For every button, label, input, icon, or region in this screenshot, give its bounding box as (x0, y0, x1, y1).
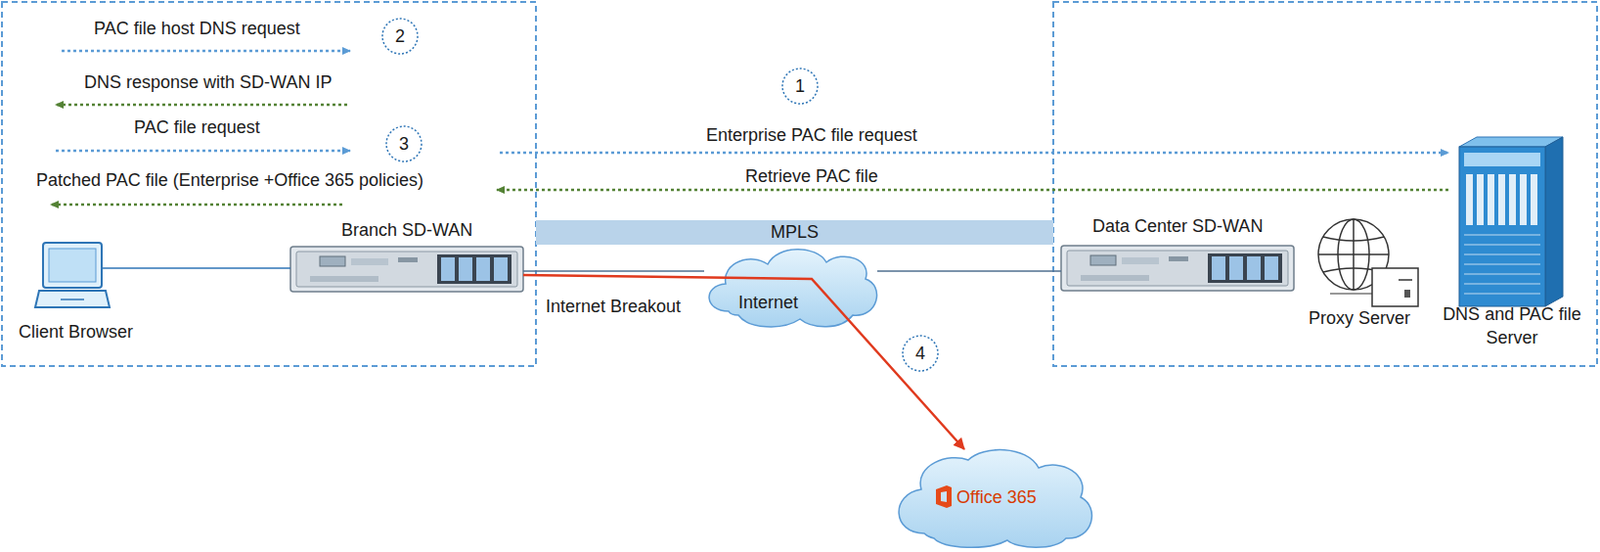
message-label: PAC file host DNS request (93, 17, 301, 40)
office-cloud (898, 449, 1092, 548)
device-node: Data Center SD-WAN (1061, 215, 1294, 293)
datacenter-region (1053, 1, 1598, 366)
connector (877, 269, 1062, 272)
server-slot (1476, 174, 1484, 225)
node-label: Internet (738, 291, 799, 313)
message-label: Patched PAC file (Enterprise +Office 365… (36, 169, 424, 191)
dns-server-art (1459, 136, 1563, 307)
server-node: Proxy Server (1300, 215, 1419, 333)
branch-device (290, 246, 524, 292)
client-node: Client Browser (13, 240, 139, 345)
callout-number: 3 (399, 133, 409, 155)
cloud-node: Internet (704, 247, 878, 325)
node-label: Proxy Server (1308, 307, 1411, 329)
server-slot (1530, 174, 1538, 225)
message-label: Retrieve PAC file (745, 165, 879, 187)
server-slot (1498, 174, 1506, 225)
network-band: MPLS (535, 220, 1054, 245)
message-label: PAC file request (133, 116, 261, 138)
node-label: DNS and PAC file Server (1437, 302, 1587, 350)
message-label: DNS response with SD-WAN IP (84, 71, 332, 93)
connector (138, 266, 291, 269)
callout-circles (382, 18, 938, 371)
node-label: Branch SD-WAN (341, 219, 473, 241)
server-slot (1466, 174, 1473, 225)
proxy-server-box (1330, 267, 1419, 307)
message-label: Enterprise PAC file request (706, 124, 918, 146)
node-label: Office 365 (956, 486, 1037, 508)
callout-number: 2 (395, 25, 405, 47)
mpls-band (535, 220, 1054, 245)
cloud-node: Office 365 (895, 448, 1094, 549)
node-label: Data Center SD-WAN (1092, 215, 1263, 237)
node-label: MPLS (770, 221, 819, 243)
branch-region (1, 1, 536, 366)
server-slot (1487, 174, 1495, 225)
datacenter-device (1061, 245, 1294, 291)
connector (523, 274, 965, 449)
server-slot (1509, 174, 1516, 225)
callout-number: 1 (795, 75, 805, 97)
internet-cloud (709, 249, 877, 327)
device-node: Branch SD-WAN (290, 219, 524, 291)
node-label: Client Browser (18, 320, 134, 343)
server-node: DNS and PAC file Server (1437, 134, 1587, 351)
office-logo (935, 485, 952, 508)
laptop-icon (35, 242, 139, 308)
callout-number: 4 (915, 342, 926, 364)
connector (523, 269, 705, 272)
edge-label: Internet Breakout (545, 295, 681, 317)
server-slot (1519, 174, 1527, 225)
